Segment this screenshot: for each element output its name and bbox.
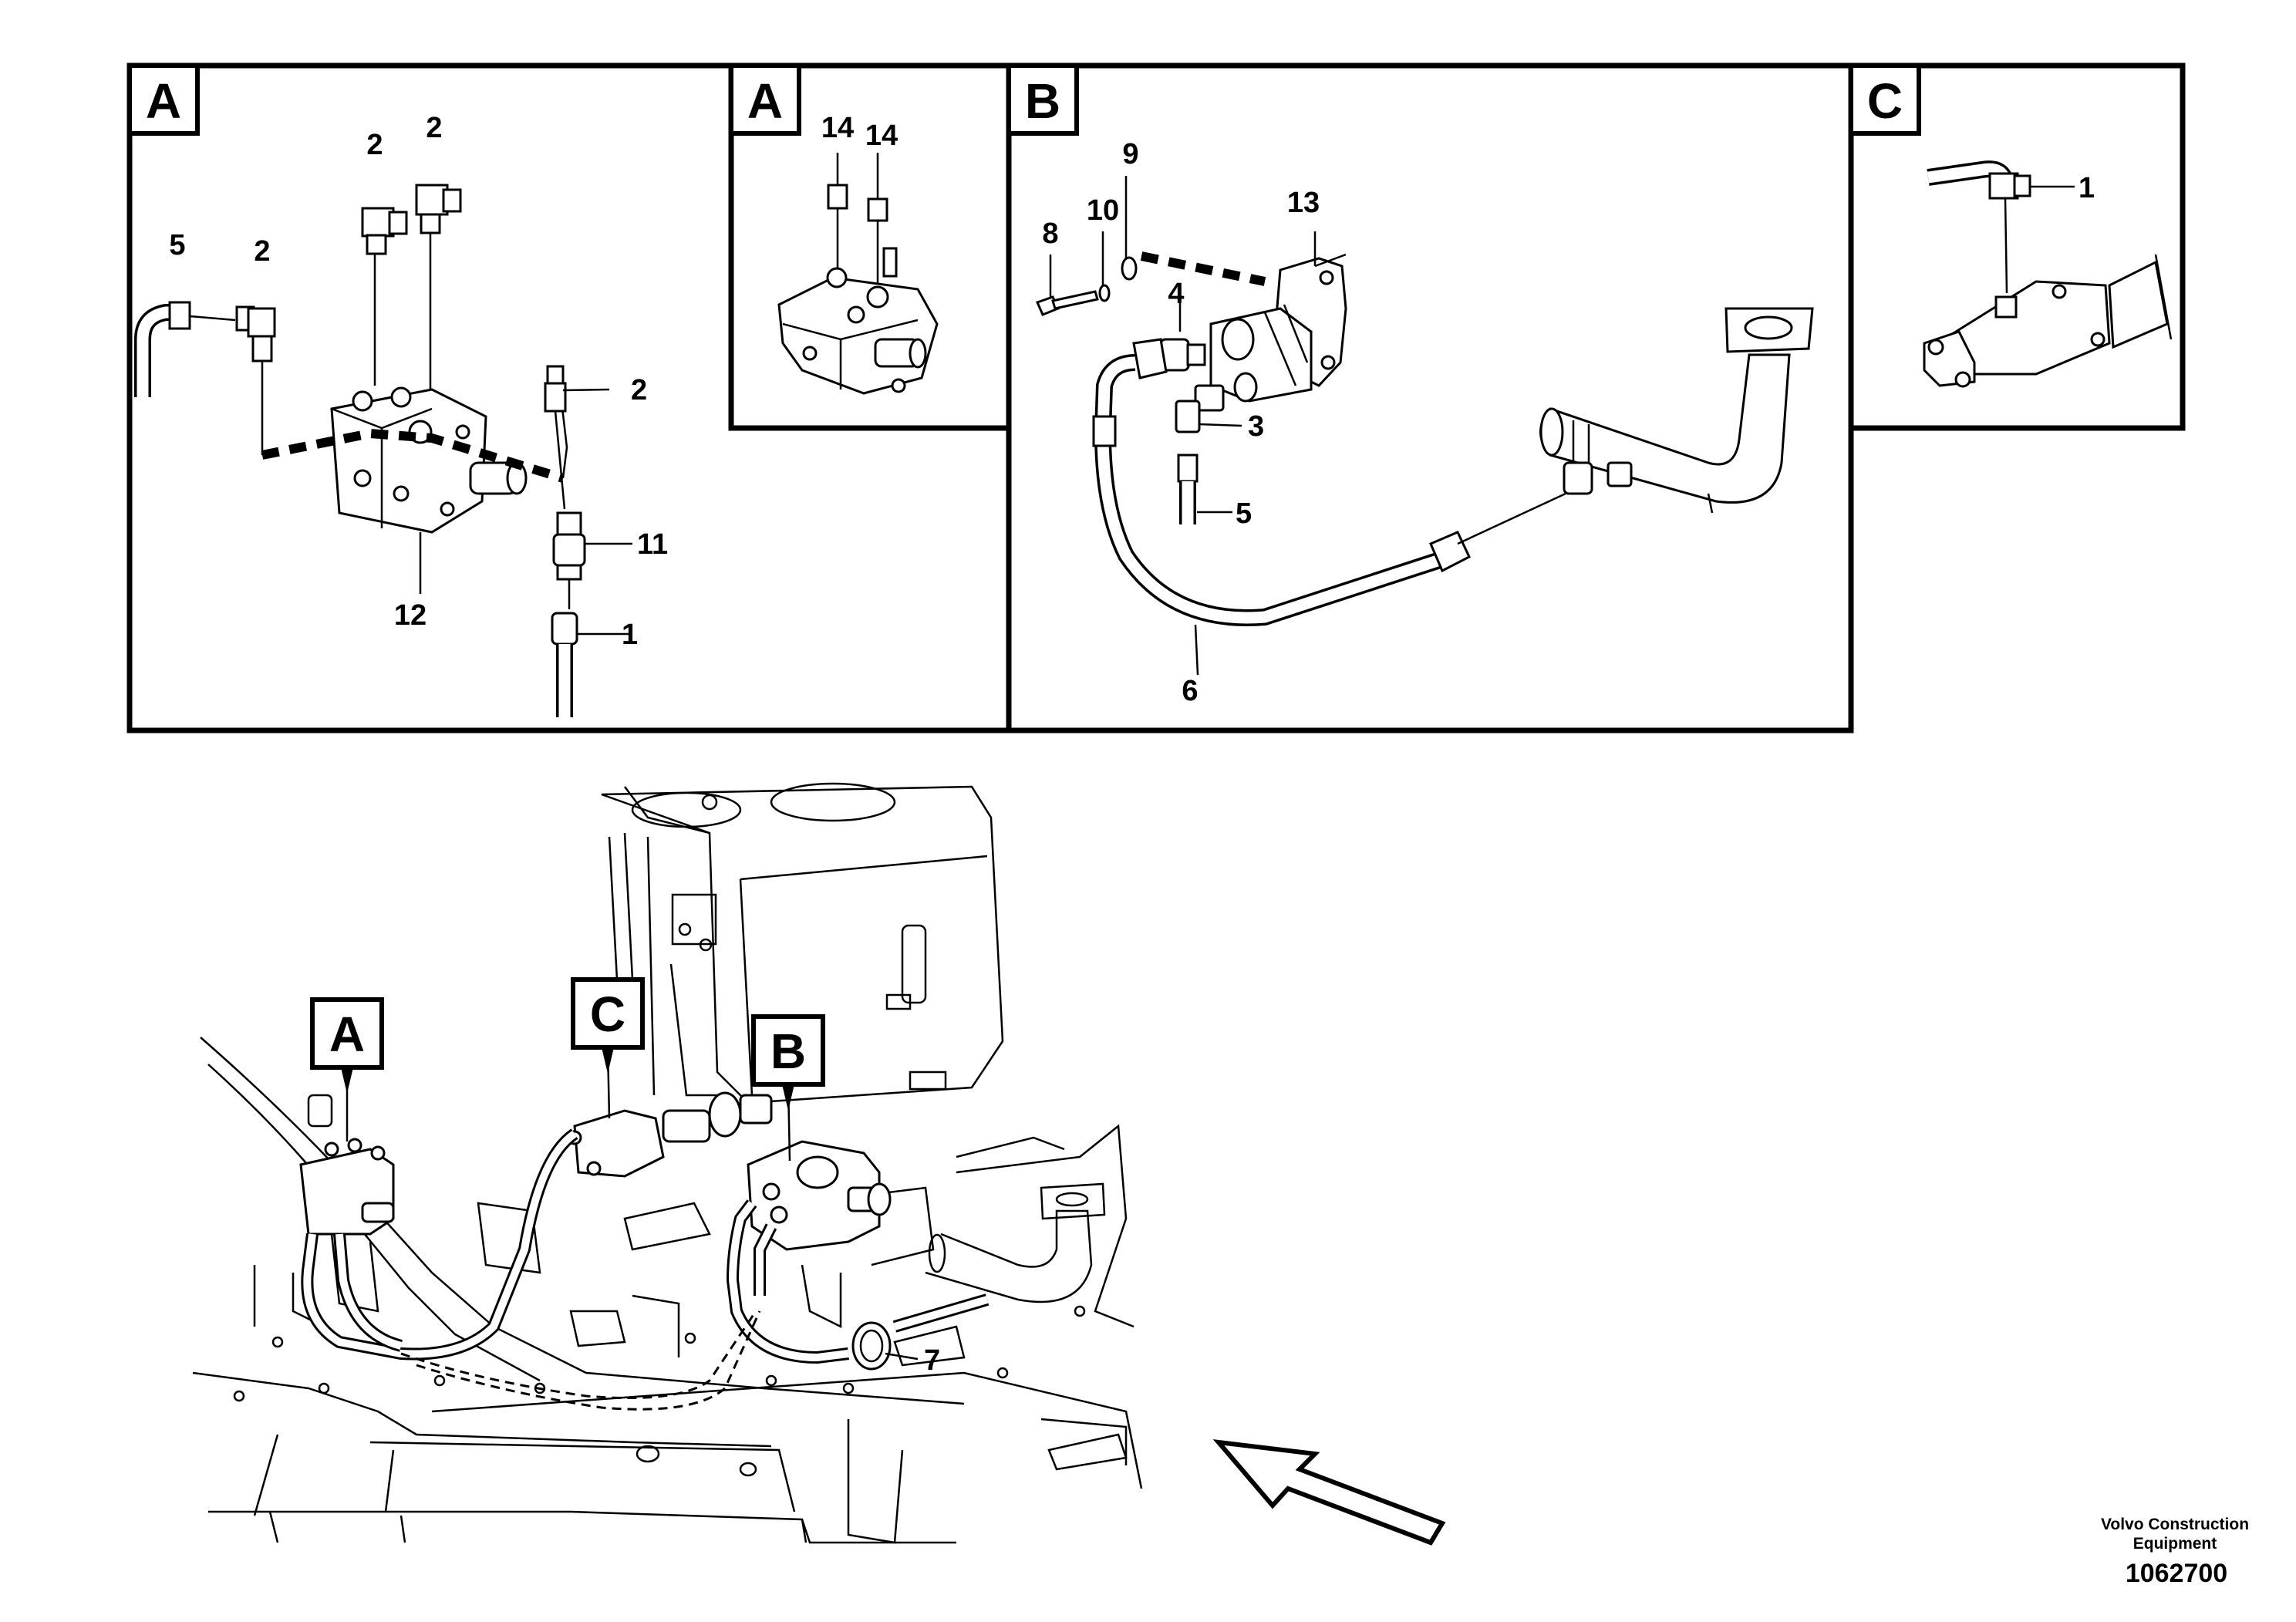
footer: Volvo Construction Equipment 1062700 [2101,1516,2249,1588]
drawing-reference-number: 1062700 [2126,1559,2227,1588]
part-label: 1 [2079,172,2095,204]
part-label: 13 [1287,187,1320,219]
suction-pipe [1539,307,1814,514]
bolt-and-washers [1035,176,1138,316]
panel-a-letter: A [146,73,181,129]
suction-pipe-overview [925,1182,1106,1303]
part-label: 11 [637,528,668,561]
elbow-fittings-top [361,184,462,397]
part-label: 1 [622,619,638,651]
panel-c-letter: C [1867,73,1903,129]
callout-b: B [751,1014,825,1162]
fitting-4 [1159,297,1206,372]
flange-block-c [1923,254,2173,388]
part-label: 10 [1087,194,1119,227]
forward-direction-arrow [1212,1439,1446,1546]
hose-6 [1092,338,1566,676]
part-label: 5 [1236,497,1252,530]
overview-hoses [301,1128,990,1411]
part-label: 8 [1042,218,1058,250]
panel-a-valve: A [126,62,1012,733]
callout-c-letter: C [590,986,625,1042]
hose-end-5 [134,301,236,397]
control-valve-12 [330,386,528,594]
panel-b-motor: B [1006,62,1854,733]
part-label: 14 [821,112,854,144]
brand-line-2: Equipment [2133,1535,2217,1553]
part-label: 6 [1182,675,1198,707]
hydraulic-tank [601,782,1004,1104]
panel-c-fitting: C 1 [1848,62,2186,431]
brand-line-1: Volvo Construction [2101,1516,2249,1533]
part-label: 2 [631,374,647,406]
elbow-fitting [235,305,276,455]
part-label: 14 [865,120,898,152]
part-label: 2 [254,235,270,268]
part-label: 2 [366,129,383,161]
valve-block-closeup [777,247,939,395]
part-label: 12 [394,599,426,632]
machine-overview: A C B 7 [192,782,1143,1544]
hose-5 [1177,454,1232,524]
callout-a-letter: A [329,1007,365,1062]
motor-13 [1209,231,1347,403]
panel-b-letter: B [1025,73,1060,129]
part-label: 5 [169,229,185,261]
callout-a: A [310,997,384,1141]
part-label: 3 [1248,410,1264,443]
part-label: 7 [924,1344,940,1377]
part-label: 9 [1122,138,1138,170]
callout-b-letter: B [770,1023,806,1079]
part-label: 4 [1168,278,1184,310]
panel-a-closeup: A 14 14 [728,62,1012,431]
hose-right [544,365,632,717]
callout-c: C [571,977,645,1119]
part-label: 2 [426,112,442,144]
panel-a-closeup-letter: A [747,73,783,129]
fitting-3 [1175,384,1242,433]
fitting-c-overview [567,1091,773,1178]
